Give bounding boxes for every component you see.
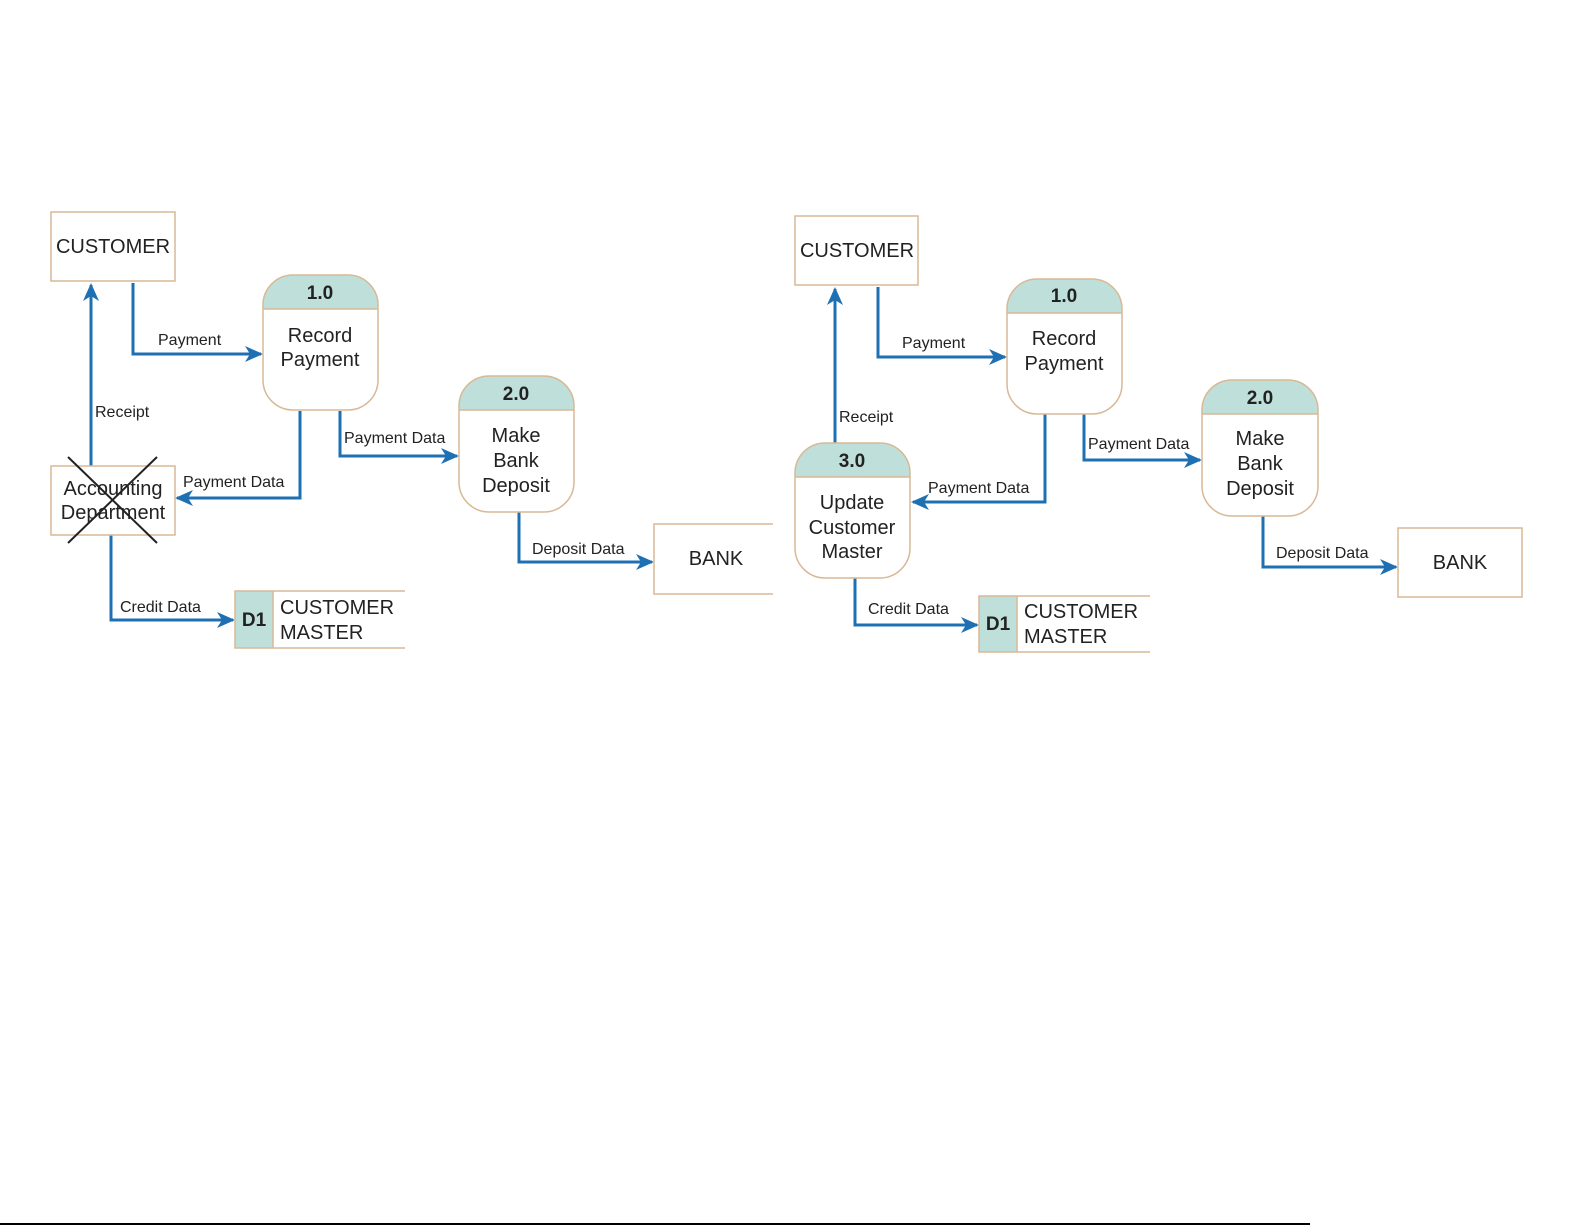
process-1-record-payment: 1.0 Record Payment	[1006, 278, 1123, 415]
flow-payment-data-to-deposit: Payment Data	[338, 411, 459, 464]
svg-text:Payment Data: Payment Data	[1088, 436, 1189, 453]
svg-text:2.0: 2.0	[503, 384, 529, 405]
svg-text:1.0: 1.0	[1051, 286, 1077, 307]
svg-text:D1: D1	[986, 614, 1011, 635]
svg-text:D1: D1	[242, 610, 267, 631]
svg-text:2.0: 2.0	[1247, 388, 1273, 409]
svg-text:Deposit: Deposit	[482, 475, 550, 497]
svg-text:Master: Master	[821, 541, 882, 563]
process-3-update-customer-master: 3.0 Update Customer Master	[794, 442, 911, 579]
svg-text:Make: Make	[1236, 428, 1285, 450]
flow-payment-data-to-deposit: Payment Data	[1082, 414, 1202, 468]
svg-text:Record: Record	[288, 325, 352, 347]
svg-text:Receipt: Receipt	[95, 404, 150, 421]
flow-receipt: Receipt	[83, 283, 150, 466]
entity-bank: BANK	[653, 523, 773, 595]
flow-receipt: Receipt	[827, 287, 894, 443]
flow-credit-data: Credit Data	[109, 535, 235, 628]
svg-text:Bank: Bank	[493, 450, 540, 472]
flow-credit-data: Credit Data	[853, 578, 979, 633]
flow-payment: Payment	[131, 283, 263, 362]
svg-text:Bank: Bank	[1237, 453, 1284, 475]
svg-text:Payment: Payment	[1025, 353, 1104, 375]
svg-text:CUSTOMER: CUSTOMER	[280, 597, 394, 619]
svg-text:CUSTOMER: CUSTOMER	[800, 240, 914, 262]
svg-text:Payment: Payment	[281, 349, 360, 371]
entity-bank: BANK	[1397, 527, 1523, 598]
left-diagram: Receipt Payment Payment Data Payment Dat…	[50, 211, 773, 649]
svg-text:BANK: BANK	[689, 548, 744, 570]
svg-text:Receipt: Receipt	[839, 409, 894, 426]
svg-text:Payment: Payment	[158, 332, 222, 349]
svg-text:Update: Update	[820, 492, 885, 514]
right-diagram: Receipt Payment Payment Data Payment Dat…	[794, 215, 1523, 653]
datastore-d1-customer-master: D1 CUSTOMER MASTER	[234, 590, 405, 649]
svg-text:Payment: Payment	[902, 335, 966, 352]
svg-text:Department: Department	[61, 502, 166, 524]
svg-text:MASTER: MASTER	[280, 622, 363, 644]
datastore-d1-customer-master: D1 CUSTOMER MASTER	[978, 595, 1150, 653]
svg-text:Deposit: Deposit	[1226, 478, 1294, 500]
svg-text:Record: Record	[1032, 328, 1096, 350]
entity-customer: CUSTOMER	[50, 211, 176, 282]
flow-payment-data-to-accounting: Payment Data	[175, 411, 302, 506]
svg-text:Payment Data: Payment Data	[183, 474, 284, 491]
svg-text:Accounting: Accounting	[64, 478, 163, 500]
flow-deposit-data: Deposit Data	[1261, 516, 1398, 575]
svg-text:CUSTOMER: CUSTOMER	[1024, 601, 1138, 623]
flow-deposit-data: Deposit Data	[517, 512, 654, 570]
svg-text:Credit Data: Credit Data	[868, 601, 949, 618]
flow-payment-data-to-update: Payment Data	[911, 414, 1047, 510]
svg-text:BANK: BANK	[1433, 552, 1488, 574]
svg-text:CUSTOMER: CUSTOMER	[56, 236, 170, 258]
entity-customer: CUSTOMER	[794, 215, 919, 286]
svg-text:Customer: Customer	[809, 517, 896, 539]
process-2-make-bank-deposit: 2.0 Make Bank Deposit	[458, 375, 575, 513]
svg-text:MASTER: MASTER	[1024, 626, 1107, 648]
svg-text:Payment Data: Payment Data	[344, 430, 445, 447]
svg-text:Make: Make	[492, 425, 541, 447]
entity-accounting-department-removed: Accounting Department	[50, 456, 176, 544]
svg-text:Deposit Data: Deposit Data	[1276, 545, 1369, 562]
svg-text:Deposit Data: Deposit Data	[532, 541, 625, 558]
svg-text:1.0: 1.0	[307, 283, 333, 304]
process-1-record-payment: 1.0 Record Payment	[262, 274, 379, 411]
svg-text:Credit Data: Credit Data	[120, 599, 201, 616]
flow-payment: Payment	[876, 287, 1007, 365]
svg-text:3.0: 3.0	[839, 451, 865, 472]
svg-text:Payment Data: Payment Data	[928, 480, 1029, 497]
process-2-make-bank-deposit: 2.0 Make Bank Deposit	[1201, 379, 1319, 517]
